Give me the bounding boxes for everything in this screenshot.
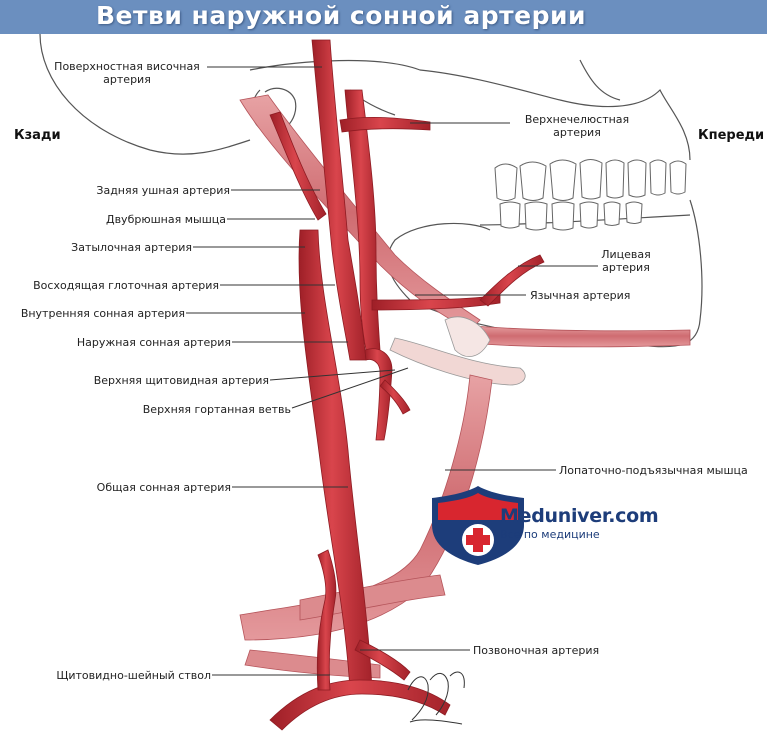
label-vertebral: Позвоночная артерия: [473, 644, 600, 657]
orientation-front: Кпереди: [698, 128, 765, 143]
label-superior-thyroid: Верхняя щитовидная артерия: [93, 374, 269, 387]
label-occipital: Затылочная артерия: [71, 241, 192, 254]
brand-watermark: Meduniver.com Все по медицине: [500, 505, 659, 541]
arteries: [269, 39, 545, 731]
leader-lines: [186, 66, 598, 676]
label-lingual: Язычная артерия: [530, 289, 631, 302]
label-superior-laryngeal: Верхняя гортанная ветвь: [142, 403, 291, 416]
signature-icon: [407, 671, 465, 725]
label-posterior-auricular: Задняя ушная артерия: [96, 184, 230, 197]
label-internal-carotid: Внутренняя сонная артерия: [20, 307, 185, 320]
brand-logo-icon: [432, 486, 524, 565]
label-common-carotid: Общая сонная артерия: [96, 481, 231, 494]
label-thyrocervical: Щитовидно-шейный ствол: [56, 669, 211, 682]
label-ascending-pharyngeal: Восходящая глоточная артерия: [33, 279, 219, 292]
brand-name: Meduniver.com: [500, 505, 659, 527]
label-maxillary: Верхнечелюстная артерия: [524, 113, 630, 139]
page-title: Ветви наружной сонной артерии: [96, 1, 587, 30]
label-external-carotid: Наружная сонная артерия: [76, 336, 231, 349]
anatomy-illustration: [39, 34, 703, 731]
label-digastric: Двубрюшная мышца: [105, 213, 226, 226]
teeth: [494, 159, 687, 231]
label-omohyoid: Лопаточно-подъязычная мышца: [559, 464, 748, 477]
label-superficial-temporal: Поверхностная височная артерия: [54, 60, 200, 86]
title-bar: Ветви наружной сонной артерии: [0, 0, 767, 34]
orientation-back: Кзади: [14, 128, 61, 143]
brand-tagline: Все по медицине: [500, 528, 600, 541]
label-facial: Лицевая артерия: [601, 248, 651, 274]
